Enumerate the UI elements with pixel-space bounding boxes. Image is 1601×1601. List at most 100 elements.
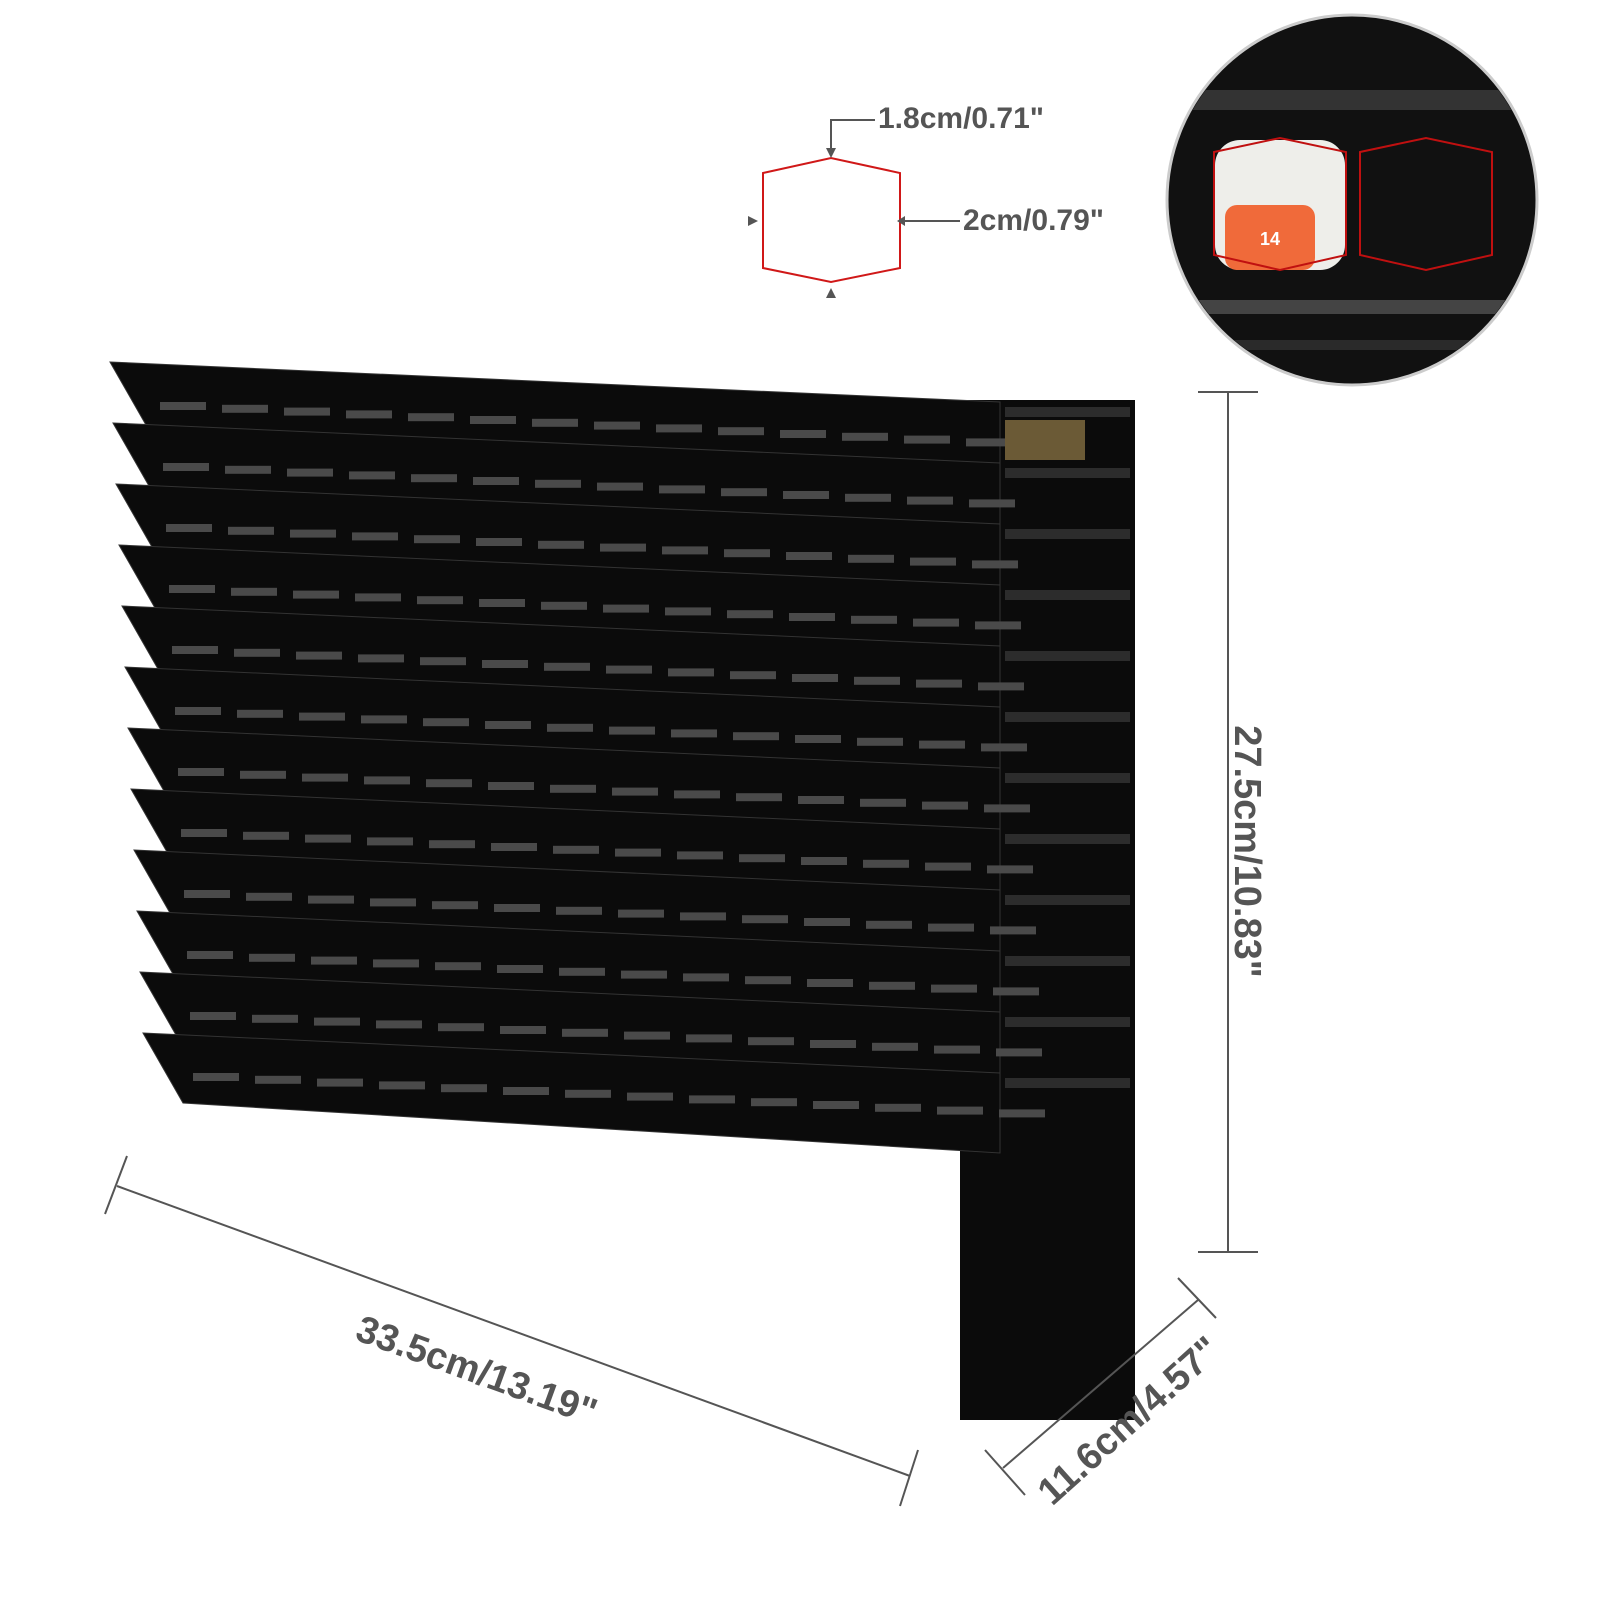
tray-side-edge [1005, 529, 1130, 539]
tray-slot [379, 1081, 425, 1090]
tray-slot [358, 654, 404, 663]
cell-width-label: 2cm/0.79" [963, 204, 1104, 237]
tray-slot [485, 721, 531, 729]
tray-slot [500, 1026, 546, 1034]
tray-slot [730, 671, 776, 680]
cell-height-label: 1.8cm/0.71" [878, 102, 1045, 135]
tray-slot [497, 965, 543, 973]
tray-slot [228, 526, 274, 535]
tray-slot [373, 959, 419, 968]
tray-side-edge [1005, 773, 1130, 783]
tray-slot [848, 554, 894, 563]
tray-slot [296, 651, 342, 660]
tray-slot [600, 543, 646, 552]
tray-slot [972, 560, 1018, 569]
tray-side-edge [1005, 895, 1130, 905]
tray-slot [674, 790, 720, 799]
tray-slot [925, 862, 971, 871]
tray-slot [441, 1084, 487, 1093]
tray-slot [231, 587, 277, 596]
tray-side-edge [1005, 1078, 1130, 1088]
tray-slot [423, 718, 469, 727]
tray-slot [919, 740, 965, 749]
tray-slot [240, 770, 286, 779]
tray-slot [810, 1040, 856, 1048]
tray-side-edge [1005, 468, 1130, 478]
tray-slot [252, 1014, 298, 1023]
tray-slot [869, 981, 915, 990]
tray-slot [503, 1087, 549, 1095]
tray-slot [367, 837, 413, 846]
tray-slot [435, 962, 481, 971]
marker-rack [109, 361, 1135, 1420]
tray-slot [255, 1075, 301, 1084]
tray-slot [854, 676, 900, 685]
tray-slot [237, 709, 283, 718]
tray-slot [414, 535, 460, 544]
tray-slot [668, 668, 714, 677]
tray-slot [792, 674, 838, 682]
tray-slot [665, 607, 711, 616]
tray-slot [686, 1034, 732, 1043]
tray-slot [851, 615, 897, 624]
height-label: 27.5cm/10.83" [1225, 725, 1268, 978]
tray-slot [739, 854, 785, 863]
tray-slot [547, 723, 593, 732]
tray-slot [978, 682, 1024, 691]
marker-number: 14 [1260, 229, 1280, 249]
tray-slot [928, 923, 974, 932]
tray-side-edge [1005, 590, 1130, 600]
tray-slot [718, 427, 764, 436]
tray-slot [937, 1106, 983, 1115]
tray-slot [922, 801, 968, 810]
tray-slot [193, 1073, 239, 1081]
tray-slot [184, 890, 230, 898]
tray-slot [969, 499, 1015, 508]
tray-slot [532, 418, 578, 427]
tray-slot [302, 773, 348, 782]
tray-slot [169, 585, 215, 593]
tray-slot [627, 1092, 673, 1101]
tray-side-edge [1005, 407, 1130, 417]
tray-slot [594, 421, 640, 430]
tray-slot [565, 1089, 611, 1098]
tray-slot [417, 596, 463, 605]
tray-slot [163, 463, 209, 471]
tray-slot [314, 1017, 360, 1026]
tray-slot [724, 549, 770, 558]
tray-slot [659, 485, 705, 494]
tray-slot [420, 657, 466, 666]
tray-slot [352, 532, 398, 541]
tray-slot [866, 920, 912, 929]
tray-slot [913, 618, 959, 627]
tray-slot [175, 707, 221, 715]
tray-slot [556, 906, 602, 915]
tray-slot [975, 621, 1021, 630]
tray-slot [538, 540, 584, 549]
tray-slot [562, 1028, 608, 1037]
tray-slot [473, 477, 519, 485]
tray-slot [308, 895, 354, 904]
tray-slot [479, 599, 525, 607]
tray-slot [907, 496, 953, 505]
tray-slot [603, 604, 649, 613]
tray-slot [225, 465, 271, 474]
tray-slot [606, 665, 652, 674]
tray-side-edge [1005, 956, 1130, 966]
tray-slot [993, 987, 1039, 996]
tray-slot [813, 1101, 859, 1109]
tray-slot [789, 613, 835, 621]
tray-slot [934, 1045, 980, 1054]
tray-side-edge [1005, 712, 1130, 722]
tray-slot [807, 979, 853, 987]
tray-slot [411, 474, 457, 483]
tray-slot [804, 918, 850, 926]
tray-slot [860, 798, 906, 807]
tray-slot [317, 1078, 363, 1087]
tray-side-edge [1005, 1017, 1130, 1027]
tray-slot [346, 410, 392, 419]
tray-slot [166, 524, 212, 532]
tray-slot [299, 712, 345, 721]
tray-slot [872, 1042, 918, 1051]
